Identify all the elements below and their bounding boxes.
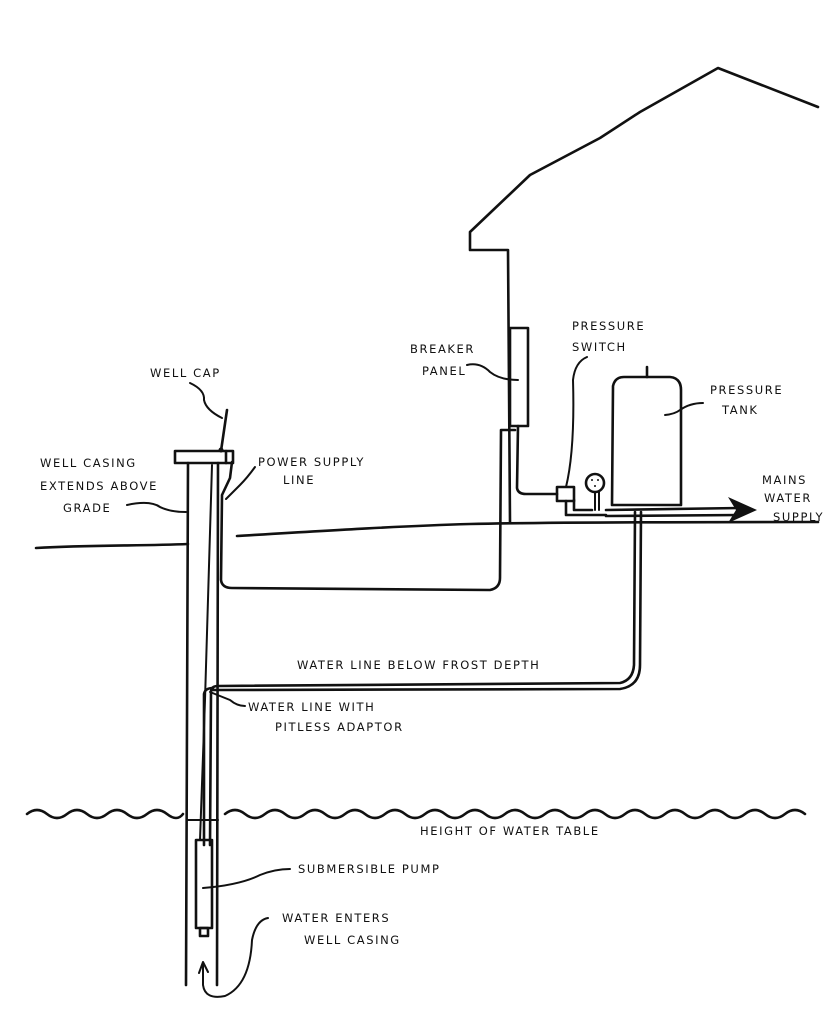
label-pressure-tank-1: PRESSURE <box>710 383 783 397</box>
label-well-cap: WELL CAP <box>150 366 221 380</box>
label-breaker-panel-1: BREAKER <box>410 342 475 356</box>
label-well-casing-2: EXTENDS ABOVE <box>40 479 158 493</box>
label-mains-3: SUPPLY <box>773 510 824 524</box>
label-frost-line: WATER LINE BELOW FROST DEPTH <box>297 658 540 672</box>
mains-water-supply-arrow <box>604 497 757 523</box>
water-table-line <box>25 808 807 820</box>
pressure-gauge <box>584 472 606 511</box>
breaker-panel <box>508 326 530 428</box>
water-line-below-frost <box>202 510 643 847</box>
label-power-supply-1: POWER SUPPLY <box>258 455 365 469</box>
label-mains-1: MAINS <box>762 473 807 487</box>
label-pressure-switch-2: SWITCH <box>572 340 627 354</box>
label-pitless-2: PITLESS ADAPTOR <box>275 720 404 734</box>
label-water-table: HEIGHT OF WATER TABLE <box>420 824 600 838</box>
water-enters-arrow <box>198 917 269 998</box>
label-mains-2: WATER <box>764 491 812 505</box>
label-submersible-pump: SUBMERSIBLE PUMP <box>298 862 441 876</box>
label-well-casing-1: WELL CASING <box>40 456 137 470</box>
leader-lines <box>126 356 704 889</box>
label-water-enters-2: WELL CASING <box>304 933 401 947</box>
house-outline <box>468 66 820 524</box>
ground-line <box>34 520 820 550</box>
label-breaker-panel-2: PANEL <box>422 364 466 378</box>
label-power-supply-2: LINE <box>283 473 315 487</box>
label-well-casing-3: GRADE <box>63 501 111 515</box>
label-water-enters-1: WATER ENTERS <box>282 911 390 925</box>
label-pressure-tank-2: TANK <box>721 403 759 417</box>
label-pressure-switch-1: PRESSURE <box>572 319 645 333</box>
power-supply-line <box>219 428 517 592</box>
well-casing <box>184 461 220 987</box>
submersible-pump <box>194 838 214 938</box>
well-cap <box>173 408 235 465</box>
pressure-tank <box>610 365 683 507</box>
breaker-to-switch-wire <box>515 424 559 496</box>
label-pitless-1: WATER LINE WITH <box>248 700 375 714</box>
pressure-switch <box>555 485 576 503</box>
